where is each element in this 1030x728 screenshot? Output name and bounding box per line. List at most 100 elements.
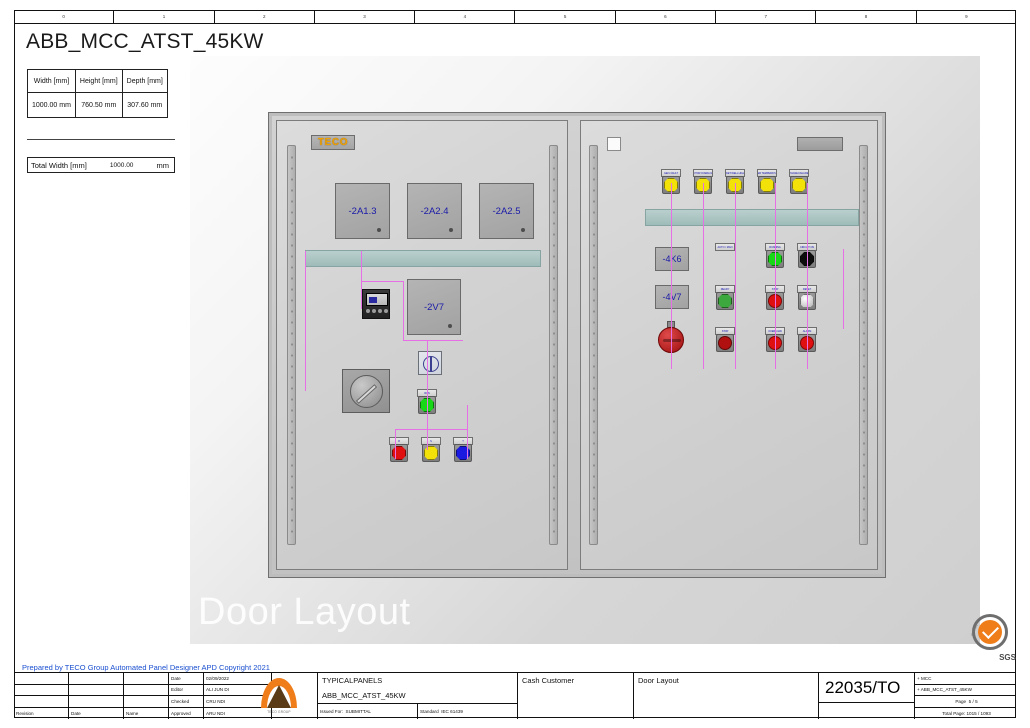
lamp-phase-failure[interactable]: PHASE FAILURE — [789, 169, 809, 195]
panel-screw-icon — [449, 228, 453, 232]
dimension-line — [427, 340, 428, 450]
ammeter-gauge[interactable] — [418, 351, 442, 375]
revision-date-cell[interactable] — [69, 673, 124, 685]
drawing-number: 22035/TO — [819, 673, 915, 703]
lamp-lens-yellow — [760, 178, 774, 192]
standard-label: Standard — [420, 709, 439, 714]
revision-name-cell[interactable] — [124, 696, 169, 708]
dimension-line — [807, 183, 808, 369]
left-door[interactable]: TECO -2A1.3 -2A2.4 -2A2.5 — [276, 120, 568, 570]
standard-cell: Standard IEC 61439 — [418, 704, 518, 719]
revision-name-header: Name — [124, 707, 169, 719]
approval-label-editor: Editor — [169, 684, 204, 696]
teco-badge: TECO — [311, 135, 355, 150]
ruler-cell: 9 — [965, 14, 968, 19]
approval-label-approved: Approved — [169, 707, 204, 719]
dim-header-height: Height [mm] — [74, 69, 123, 93]
dimension-table: Width [mm] Height [mm] Depth [mm] 1000.0… — [27, 69, 168, 118]
device-4V7[interactable]: -4V7 — [655, 285, 689, 309]
approval-label-date: Date — [169, 673, 204, 685]
panel-label: -2V7 — [423, 301, 445, 313]
revision-cell[interactable] — [14, 696, 69, 708]
dimension-line — [843, 249, 844, 329]
ruler-cell: 0 — [14, 10, 115, 23]
auto-man-selector[interactable]: AUTO / MAN — [714, 243, 736, 271]
issued-for-value: SUBMITTAL — [345, 709, 371, 714]
sgs-label: SGS — [999, 653, 1016, 662]
logo-cell — [272, 673, 318, 719]
total-width-unit: mm — [156, 160, 170, 170]
ruler-cell: 1 — [114, 10, 215, 23]
title-block-grid: Revision Date Name Date 02/09/2022 Edito… — [14, 673, 1016, 719]
sgs-logo: ISO 9001 SGS — [966, 612, 1022, 664]
standard-value: IEC 61439 — [441, 709, 463, 714]
total-page-label: Total Page: 1015 — [942, 710, 977, 716]
sgs-disc-icon — [978, 620, 1002, 644]
button-stop-middle[interactable]: STOP — [715, 327, 735, 353]
viewport-watermark: Door Layout — [198, 591, 411, 633]
device-4K6[interactable]: -4K6 — [655, 247, 689, 271]
revision-header: Revision — [14, 707, 69, 719]
lamp-phase-t[interactable]: T — [453, 437, 473, 463]
page-of: 5 — [975, 698, 978, 704]
dimension-line — [395, 429, 396, 459]
approval-value-date: 02/09/2022 — [204, 673, 272, 685]
dim-header-depth: Depth [mm] — [121, 69, 168, 93]
meter-keys — [366, 307, 388, 315]
lamp-over-temperature[interactable]: OVER TEMPERATURE — [757, 169, 777, 195]
revision-cell[interactable] — [14, 684, 69, 696]
teco-logo: TECO GROUP — [258, 674, 300, 716]
prepared-by-note: Prepared by TECO Group Automated Panel D… — [22, 663, 270, 672]
meter-screen — [366, 293, 388, 306]
page-label: Page — [955, 698, 967, 704]
wiring-duct — [305, 250, 541, 267]
table-row: 1000.00 mm 760.50 mm 307.60 mm — [27, 92, 168, 118]
column-ruler: 0 1 2 3 4 5 6 7 8 9 — [14, 10, 1016, 24]
dimension-line — [775, 183, 776, 369]
revision-date-cell[interactable] — [69, 696, 124, 708]
lamp-lens-green — [718, 294, 732, 308]
dimension-line — [395, 429, 467, 430]
total-width-value: 1000.00 — [109, 161, 134, 169]
ruler-cell: 4 — [415, 10, 516, 23]
panel-screw-icon — [448, 324, 452, 328]
cabinet-assembly: TECO -2A1.3 -2A2.4 -2A2.5 — [268, 112, 886, 578]
tree-child: + ABB_MCC_ATST_45KW — [915, 685, 1016, 696]
lamp-phase-s[interactable]: S — [421, 437, 441, 463]
revision-date-cell[interactable] — [69, 684, 124, 696]
lamp-lens-blue — [456, 446, 470, 460]
panel-2A2-4[interactable]: -2A2.4 — [407, 183, 462, 239]
dim-value-depth: 307.60 mm — [121, 92, 168, 118]
nameplate-blank — [797, 137, 843, 151]
page-current: 5 — [968, 698, 972, 704]
panel-2V7[interactable]: -2V7 — [407, 279, 461, 335]
drawing-title: Door Layout — [634, 673, 819, 719]
lamp-phase-r[interactable]: R — [389, 437, 409, 463]
dimension-line — [305, 251, 306, 391]
panel-label: -2A2.5 — [492, 205, 521, 217]
mounting-rail — [859, 145, 868, 545]
panel-screw-icon — [521, 228, 525, 232]
revision-name-cell[interactable] — [124, 673, 169, 685]
panel-2A2-5[interactable]: -2A2.5 — [479, 183, 534, 239]
lamp-lens-yellow — [792, 178, 806, 192]
dimension-line — [671, 183, 672, 369]
selector-tag: AUTO / MAN — [715, 243, 735, 251]
revision-cell[interactable] — [14, 673, 69, 685]
dimension-line — [361, 251, 362, 309]
mounting-rail — [589, 145, 598, 545]
dim-value-height: 760.50 mm — [74, 92, 123, 118]
revision-name-cell[interactable] — [124, 684, 169, 696]
panel-2A1-3[interactable]: -2A1.3 — [335, 183, 390, 239]
panel-label: -2A2.4 — [420, 205, 449, 217]
rotary-cam-switch[interactable] — [342, 369, 390, 413]
digital-meter[interactable] — [362, 289, 390, 319]
model-viewport[interactable]: TECO -2A1.3 -2A2.4 -2A2.5 — [190, 56, 980, 644]
lamp-ready[interactable]: READY — [715, 285, 735, 311]
revision-date-header: Date — [69, 707, 124, 719]
table-row: Width [mm] Height [mm] Depth [mm] — [27, 69, 168, 93]
dimension-line — [403, 281, 404, 341]
right-door[interactable]: GEN. FAULT MOTOR OVERLOAD WET WELL HIGH … — [580, 120, 878, 570]
ruler-cell: 3 — [315, 10, 416, 23]
company-name: TYPICALPANELS — [318, 673, 518, 688]
